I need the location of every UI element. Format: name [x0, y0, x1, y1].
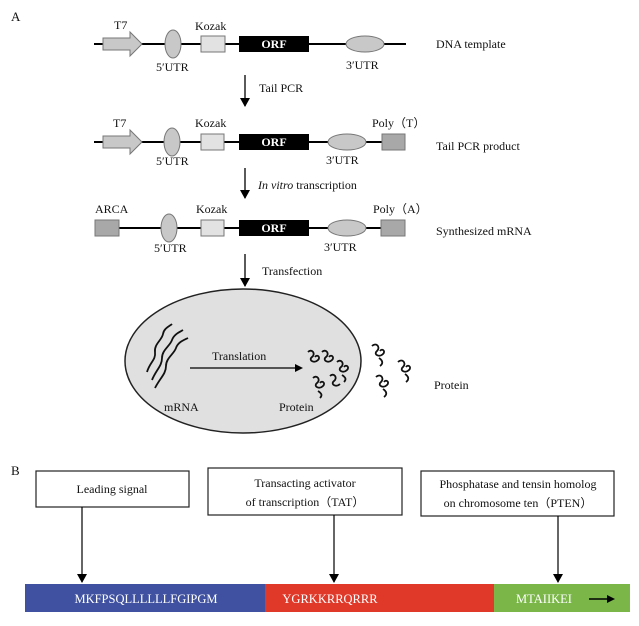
utr5-label: 5′UTR: [156, 154, 189, 168]
t7-promoter-arrow-icon: [102, 30, 143, 58]
protein-inside-icon: [307, 349, 349, 399]
segment-leading-signal: [25, 584, 265, 612]
utr3-ellipse: [327, 219, 367, 237]
poly-a-label: Poly（A）: [373, 202, 428, 216]
poly-t-box: [381, 133, 406, 151]
kozak-label: Kozak: [195, 116, 226, 130]
utr3-label: 3′UTR: [326, 153, 359, 167]
protein-inside-label: Protein: [279, 400, 314, 414]
orf-label: ORF: [261, 37, 286, 51]
cell-membrane: [124, 288, 362, 434]
kozak-box: [200, 35, 226, 53]
mrna-strands-icon: [146, 323, 189, 389]
construct-box-tat: Transacting activator of transcription（T…: [207, 467, 403, 583]
box-label: Leading signal: [77, 482, 149, 496]
panel-b-label: B: [11, 463, 20, 478]
utr3-ellipse: [327, 133, 367, 151]
poly-a-box: [380, 219, 406, 237]
row-synthesized-mrna: ARCA 5′UTR Kozak ORF 3′UTR Poly（A） Synth…: [94, 202, 532, 255]
poly-t-label: Poly（T）: [372, 116, 425, 130]
mrna-label: mRNA: [164, 400, 199, 414]
t7-label: T7: [113, 116, 126, 130]
construct-box-pten: Phosphatase and tensin homolog on chromo…: [420, 470, 615, 583]
orf-label: ORF: [261, 135, 286, 149]
segment-tat: [265, 584, 494, 612]
step-italic-part: In vitro: [257, 178, 293, 192]
orf-box: [239, 36, 309, 52]
label-box: [35, 470, 190, 508]
utr5-label: 5′UTR: [154, 241, 187, 255]
orf-box: [239, 220, 309, 236]
step-tail-pcr: Tail PCR: [259, 81, 303, 95]
construct-box-leading-signal: Leading signal: [35, 470, 190, 583]
t7-label: T7: [114, 18, 127, 32]
kozak-box: [200, 133, 225, 151]
kozak-label: Kozak: [196, 202, 227, 216]
utr3-label: 3′UTR: [346, 58, 379, 72]
step-transfection: Transfection: [262, 264, 322, 278]
t7-promoter-arrow-icon: [102, 128, 143, 156]
utr5-ellipse: [160, 213, 178, 243]
panel-a-label: A: [11, 9, 21, 24]
orf-box: [239, 134, 309, 150]
sequence-tat: YGRKKRRQRRR: [282, 592, 378, 606]
utr3-ellipse: [345, 35, 385, 53]
box-label-line1: Transacting activator: [254, 476, 355, 490]
utr5-label: 5′UTR: [156, 60, 189, 74]
translation-label: Translation: [212, 349, 266, 363]
arca-label: ARCA: [95, 202, 129, 216]
row-dna-template: T7 5′UTR Kozak ORF 3′UTR DNA template: [94, 18, 506, 74]
step-rest-part: transcription: [293, 178, 357, 192]
arca-cap-box: [94, 219, 120, 237]
row-name: DNA template: [436, 37, 506, 51]
sequence-leading-signal: MKFPSQLLLLLLFGIPGM: [74, 592, 217, 606]
cell: Translation mRNA Protein: [124, 288, 362, 434]
protein-outside-icon: [371, 343, 411, 398]
box-label-line1: Phosphatase and tensin homolog: [440, 477, 597, 491]
box-label-line2: on chromosome ten（PTEN）: [444, 496, 593, 510]
row-tail-pcr-product: T7 5′UTR Kozak ORF 3′UTR Poly（T） Tail PC…: [94, 116, 520, 168]
utr5-ellipse: [163, 127, 181, 157]
protein-outside-label: Protein: [434, 378, 469, 392]
row-name: Synthesized mRNA: [436, 224, 532, 238]
utr5-ellipse: [164, 29, 182, 59]
label-box: [420, 470, 615, 517]
label-box: [207, 467, 403, 516]
box-label-line2: of transcription（TAT）: [246, 495, 365, 509]
fusion-construct-bar: MKFPSQLLLLLLFGIPGM YGRKKRRQRRR MTAIIKEI: [25, 584, 630, 612]
orf-label: ORF: [261, 221, 286, 235]
kozak-box: [200, 219, 225, 237]
kozak-label: Kozak: [195, 19, 226, 33]
utr3-label: 3′UTR: [324, 240, 357, 254]
sequence-pten: MTAIIKEI: [516, 592, 572, 606]
step-in-vitro-transcription: In vitro transcription: [257, 178, 357, 192]
row-name: Tail PCR product: [436, 139, 520, 153]
